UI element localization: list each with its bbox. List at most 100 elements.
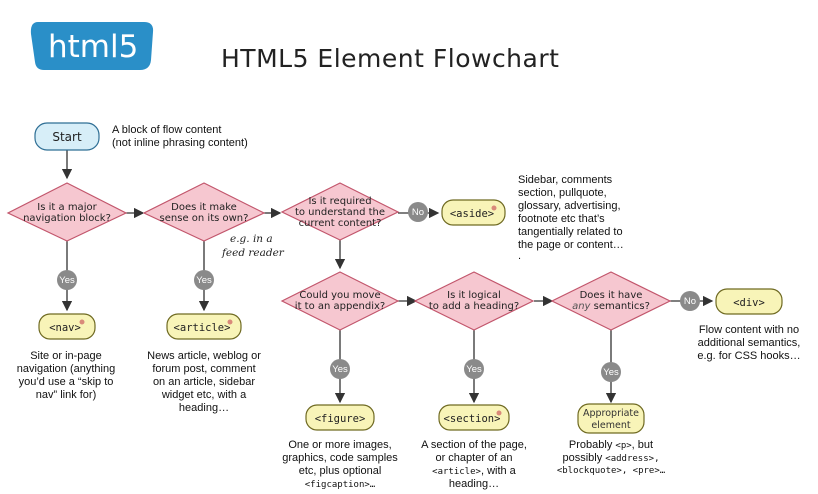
hand-note-line-1: e.g. in a [230,233,273,245]
html5-logo: html5 [30,22,154,70]
desc-aside-line-6: the page or content… [518,239,624,251]
element-article: <article> [166,313,242,340]
yes-marker-nav [57,270,77,290]
element-section: <section> [438,404,510,431]
desc-div-line-1: Flow content with no [699,324,799,336]
question-sense-on-own: Does it make sense on its own? [142,182,266,242]
element-nav: <nav> [38,313,96,340]
desc-article-line-1: News article, weblog or [147,350,261,362]
element-div: <div> [715,288,783,315]
no-marker-div [680,291,700,311]
desc-appropriate-line-2: possibly <address>, [563,452,660,464]
desc-aside-line-1: Sidebar, comments [518,174,613,186]
desc-nav-line-2: navigation (anything [17,363,115,375]
description-appropriate: Probably <p>, but possibly <address>, <b… [557,439,666,476]
desc-article-line-2: forum post, comment [152,363,255,375]
desc-nav-line-3: you’d use a “skip to [19,376,114,388]
yes-marker-article [194,270,214,290]
q1-line-1: Is it a major [37,202,97,213]
desc-aside-line-7: . [518,250,521,262]
desc-figure-line-1: One or more images, [288,439,391,451]
description-article: News article, weblog or forum post, comm… [147,350,261,414]
desc-section-line-1: A section of the page, [421,439,527,451]
html5-new-marker-icon [491,205,497,211]
desc-article-line-3: on an article, sidebar [153,376,255,388]
desc-section-line-2: or chapter of an [435,452,512,464]
no-marker-aside [408,202,428,222]
answer-markers: Yes Yes No No Yes Yes Yes [57,202,700,382]
question-any-semantics: Does it have any semantics? [550,271,672,331]
yes-marker-section [464,359,484,379]
start-note-line-2: (not inline phrasing content) [112,137,248,149]
element-aside-label: <aside> [450,208,494,220]
desc-nav-line-1: Site or in-page [30,350,102,362]
yes-marker-figure [330,359,350,379]
desc-div-line-2: additional semantics, [698,337,801,349]
question-required-to-understand: Is it required to understand the current… [280,182,400,241]
yes-label-figure: Yes [332,364,348,375]
description-aside: Sidebar, comments section, pullquote, gl… [518,174,624,262]
yes-label-appropriate: Yes [603,367,619,378]
element-section-label: <section> [444,413,501,425]
q6-semantics-word: semantics? [590,301,649,312]
yes-label-section: Yes [466,364,482,375]
html5-new-marker-icon [496,410,502,416]
logo-text: html5 [48,29,138,65]
desc-figure-line-2: graphics, code samples [282,452,398,464]
desc-figure-code: <figcaption>… [305,480,376,490]
q5-line-2: to add a heading? [429,301,519,312]
element-appropriate-line-1: Appropriate [583,408,639,419]
question-move-to-appendix: Could you move it to an appendix? [280,271,400,331]
html5-new-marker-icon [227,319,233,325]
html5-new-marker-icon [79,319,85,325]
element-figure: <figure> [305,404,375,431]
q6-line-2: any semantics? [572,301,650,312]
desc-section-line-3: <article>, with a [432,465,517,477]
yes-label-nav: Yes [59,275,75,286]
desc-article-line-5: heading… [179,402,229,414]
element-div-label: <div> [733,297,765,309]
question-logical-heading: Is it logical to add a heading? [413,271,535,331]
q2-line-1: Does it make [171,202,237,213]
desc-nav-line-4: nav” link for) [36,389,97,401]
description-nav: Site or in-page navigation (anything you… [17,350,115,401]
desc-section-article-code: <article> [432,467,481,477]
q3-line-2: to understand the [295,207,385,218]
element-nav-label: <nav> [49,322,81,334]
element-aside: <aside> [441,199,506,226]
desc-aside-line-2: section, pullquote, [518,187,607,199]
q3-line-3: current content? [299,218,382,229]
desc-aside-line-3: glossary, advertising, [518,200,621,212]
element-figure-label: <figure> [315,413,366,425]
q6-line-1: Does it have [580,290,643,301]
element-appropriate-line-2: element [591,420,630,431]
element-appropriate: Appropriate element [577,403,645,434]
q4-line-1: Could you move [299,290,380,301]
start-label: Start [52,130,82,144]
no-label-aside: No [412,207,424,218]
desc-aside-line-5: tangentially related to [518,226,623,238]
yes-marker-appropriate [601,362,621,382]
desc-figure-line-3: etc, plus optional [299,465,382,477]
desc-appropriate-line-3: <blockquote>, <pre>… [557,466,666,476]
page-title: HTML5 Element Flowchart [221,44,559,73]
q1-line-2: navigation block? [23,213,111,224]
question-navigation-block: Is it a major navigation block? [6,182,128,242]
element-article-label: <article> [174,322,231,334]
q5-line-1: Is it logical [447,290,501,301]
desc-article-line-4: widget etc, with a [161,389,247,401]
start-node: Start [34,122,100,151]
desc-appropriate-line-1: Probably <p>, but [569,439,653,451]
description-div: Flow content with no additional semantic… [697,324,800,362]
desc-aside-line-4: footnote etc that’s [518,213,605,225]
start-note-line-1: A block of flow content [112,124,221,136]
hand-note-line-2: feed reader [221,247,285,259]
q2-line-2: sense on its own? [160,213,249,224]
desc-section-line-3-rest: , with a [481,465,517,477]
desc-div-line-3: e.g. for CSS hooks… [697,350,800,362]
q6-any-word: any [572,301,591,312]
description-figure: One or more images, graphics, code sampl… [282,439,398,490]
q3-line-1: Is it required [308,196,371,207]
no-label-div: No [684,296,696,307]
